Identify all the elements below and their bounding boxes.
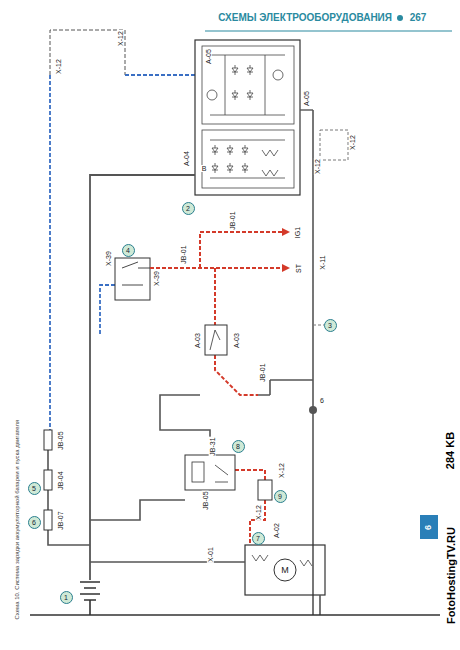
callout-text: 6 — [32, 519, 36, 526]
connector-label: A-05 — [302, 90, 309, 107]
callout-text: 8 — [236, 443, 240, 450]
terminal-name: B — [201, 165, 208, 172]
motor-symbol-text: M — [280, 566, 290, 575]
connector-label: A-03 — [193, 332, 200, 349]
connector-label: X-12 — [313, 158, 320, 175]
connector-label: JB-07 — [56, 510, 63, 530]
connector-label: X-01 — [206, 546, 213, 563]
connector-label: JB-05 — [201, 490, 208, 510]
callout-number: 1 — [60, 591, 73, 604]
connector-label: JB-01 — [258, 362, 265, 382]
callout-text: 1 — [64, 594, 68, 601]
connector-label: X-39 — [152, 270, 159, 287]
signal-name: ST — [294, 263, 301, 274]
page-tab-number: 6 — [424, 523, 433, 530]
callout-text: 5 — [32, 485, 36, 492]
connector-label: X-12 — [116, 30, 123, 47]
callout-text: 4 — [126, 247, 130, 254]
connector-label: JB-01 — [228, 210, 235, 230]
connector-label: X-11 — [319, 254, 326, 270]
watermark: FotoHostingTV.RU — [446, 526, 457, 625]
connector-label: X-39 — [104, 250, 111, 267]
connector-label: X-12 — [254, 504, 261, 521]
callout-number: 8 — [232, 440, 245, 453]
connector-label: JB-31 — [208, 436, 215, 456]
callout-number: 5 — [28, 482, 41, 495]
connector-label: A-05 — [204, 48, 211, 65]
connector-label: JB-05 — [56, 430, 63, 450]
callout-number: 6 — [28, 516, 41, 529]
caption: Схема 10. Система зарядки аккумуляторной… — [14, 320, 21, 620]
page-title: СХЕМЫ ЭЛЕКТРООБОРУДОВАНИЯ — [218, 13, 392, 23]
connector-label: JB-04 — [56, 470, 63, 490]
callout-text: 2 — [186, 205, 190, 212]
callout-number: 2 — [182, 202, 195, 215]
callout-number: 9 — [274, 490, 287, 503]
callout-text: 9 — [278, 493, 282, 500]
connector-label: A-03 — [232, 332, 239, 349]
callout-number: 4 — [122, 244, 135, 257]
connector-label: X-12 — [348, 134, 355, 151]
connector-label: JB-01 — [179, 244, 186, 264]
watermark: 284 KB — [445, 430, 456, 469]
callout-number: 7 — [252, 532, 265, 545]
connector-label: A-02 — [272, 522, 279, 539]
signal-name: IG1 — [294, 225, 301, 238]
callout-number: 3 — [324, 319, 337, 332]
connector-label: A-04 — [182, 150, 189, 167]
callout-text: 7 — [256, 535, 260, 542]
terminal-name: 6 — [319, 397, 325, 404]
callout-text: 3 — [328, 322, 332, 329]
connector-label: X-12 — [54, 58, 61, 75]
page-number: 267 — [409, 13, 428, 23]
connector-label: X-12 — [277, 462, 284, 479]
